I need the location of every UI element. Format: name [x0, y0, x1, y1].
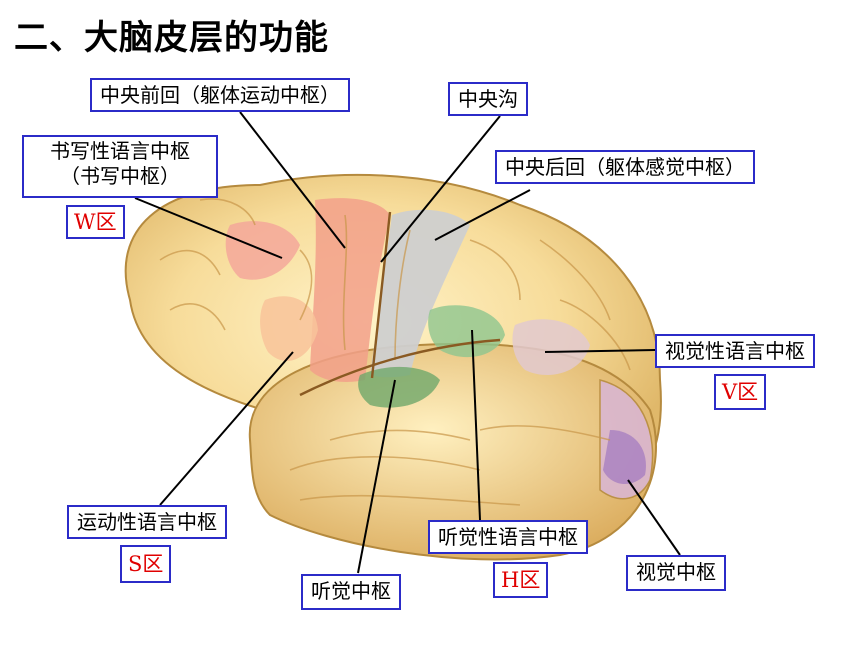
label-writing-line1: 书写性语言中枢	[50, 139, 190, 163]
gyri-texture	[159, 198, 631, 506]
leader-central-sulcus	[380, 115, 501, 263]
zone-s-text: S区	[128, 552, 164, 576]
leader-visual-language	[544, 349, 656, 353]
label-writing-center: 书写性语言中枢 （书写中枢）	[22, 135, 218, 198]
leader-postcentral	[434, 189, 531, 241]
visual-language-area	[512, 319, 590, 376]
label-auditory-language-center: 听觉性语言中枢	[428, 520, 588, 554]
leader-writing	[134, 197, 283, 259]
label-central-sulcus-text: 中央沟	[458, 87, 518, 111]
label-auditory-text: 听觉中枢	[311, 579, 391, 603]
zone-w-text: W区	[74, 210, 117, 234]
visual-area	[603, 430, 646, 485]
label-motor-language-center: 运动性语言中枢	[67, 505, 227, 539]
leader-motor-language	[159, 351, 294, 506]
zone-h-text: H区	[501, 568, 541, 592]
label-visual-language-text: 视觉性语言中枢	[665, 339, 805, 363]
leader-visual	[627, 479, 681, 556]
label-auditory-language-text: 听觉性语言中枢	[438, 525, 578, 549]
zone-s: S区	[120, 545, 172, 583]
lateral-sulcus-line	[299, 338, 501, 397]
leader-auditory-language	[471, 329, 481, 521]
label-writing-line2: （书写中枢）	[60, 164, 180, 188]
label-motor-language-text: 运动性语言中枢	[77, 510, 217, 534]
central-sulcus-line	[370, 211, 392, 379]
leader-lines	[134, 111, 681, 574]
label-postcentral-gyrus: 中央后回（躯体感觉中枢）	[495, 150, 755, 184]
zone-v: V区	[714, 374, 767, 410]
temporal-lobe	[248, 342, 657, 561]
label-precentral-gyrus: 中央前回（躯体运动中枢）	[90, 78, 350, 112]
label-central-sulcus: 中央沟	[448, 82, 528, 116]
label-postcentral-text: 中央后回（躯体感觉中枢）	[505, 155, 745, 179]
zone-w: W区	[66, 205, 125, 239]
auditory-language-area	[428, 305, 505, 358]
label-visual-text: 视觉中枢	[636, 560, 716, 584]
precentral-gyrus-area	[310, 198, 390, 382]
page-title: 二、大脑皮层的功能	[14, 18, 329, 58]
leader-auditory	[357, 379, 396, 574]
label-auditory-center: 听觉中枢	[301, 574, 401, 610]
leader-precentral	[239, 111, 346, 249]
auditory-area	[358, 366, 440, 408]
zone-v-text: V区	[722, 380, 759, 404]
label-visual-center: 视觉中枢	[626, 555, 726, 591]
label-precentral-text: 中央前回（躯体运动中枢）	[100, 83, 340, 107]
zone-h: H区	[493, 562, 549, 598]
label-visual-language-center: 视觉性语言中枢	[655, 334, 815, 368]
